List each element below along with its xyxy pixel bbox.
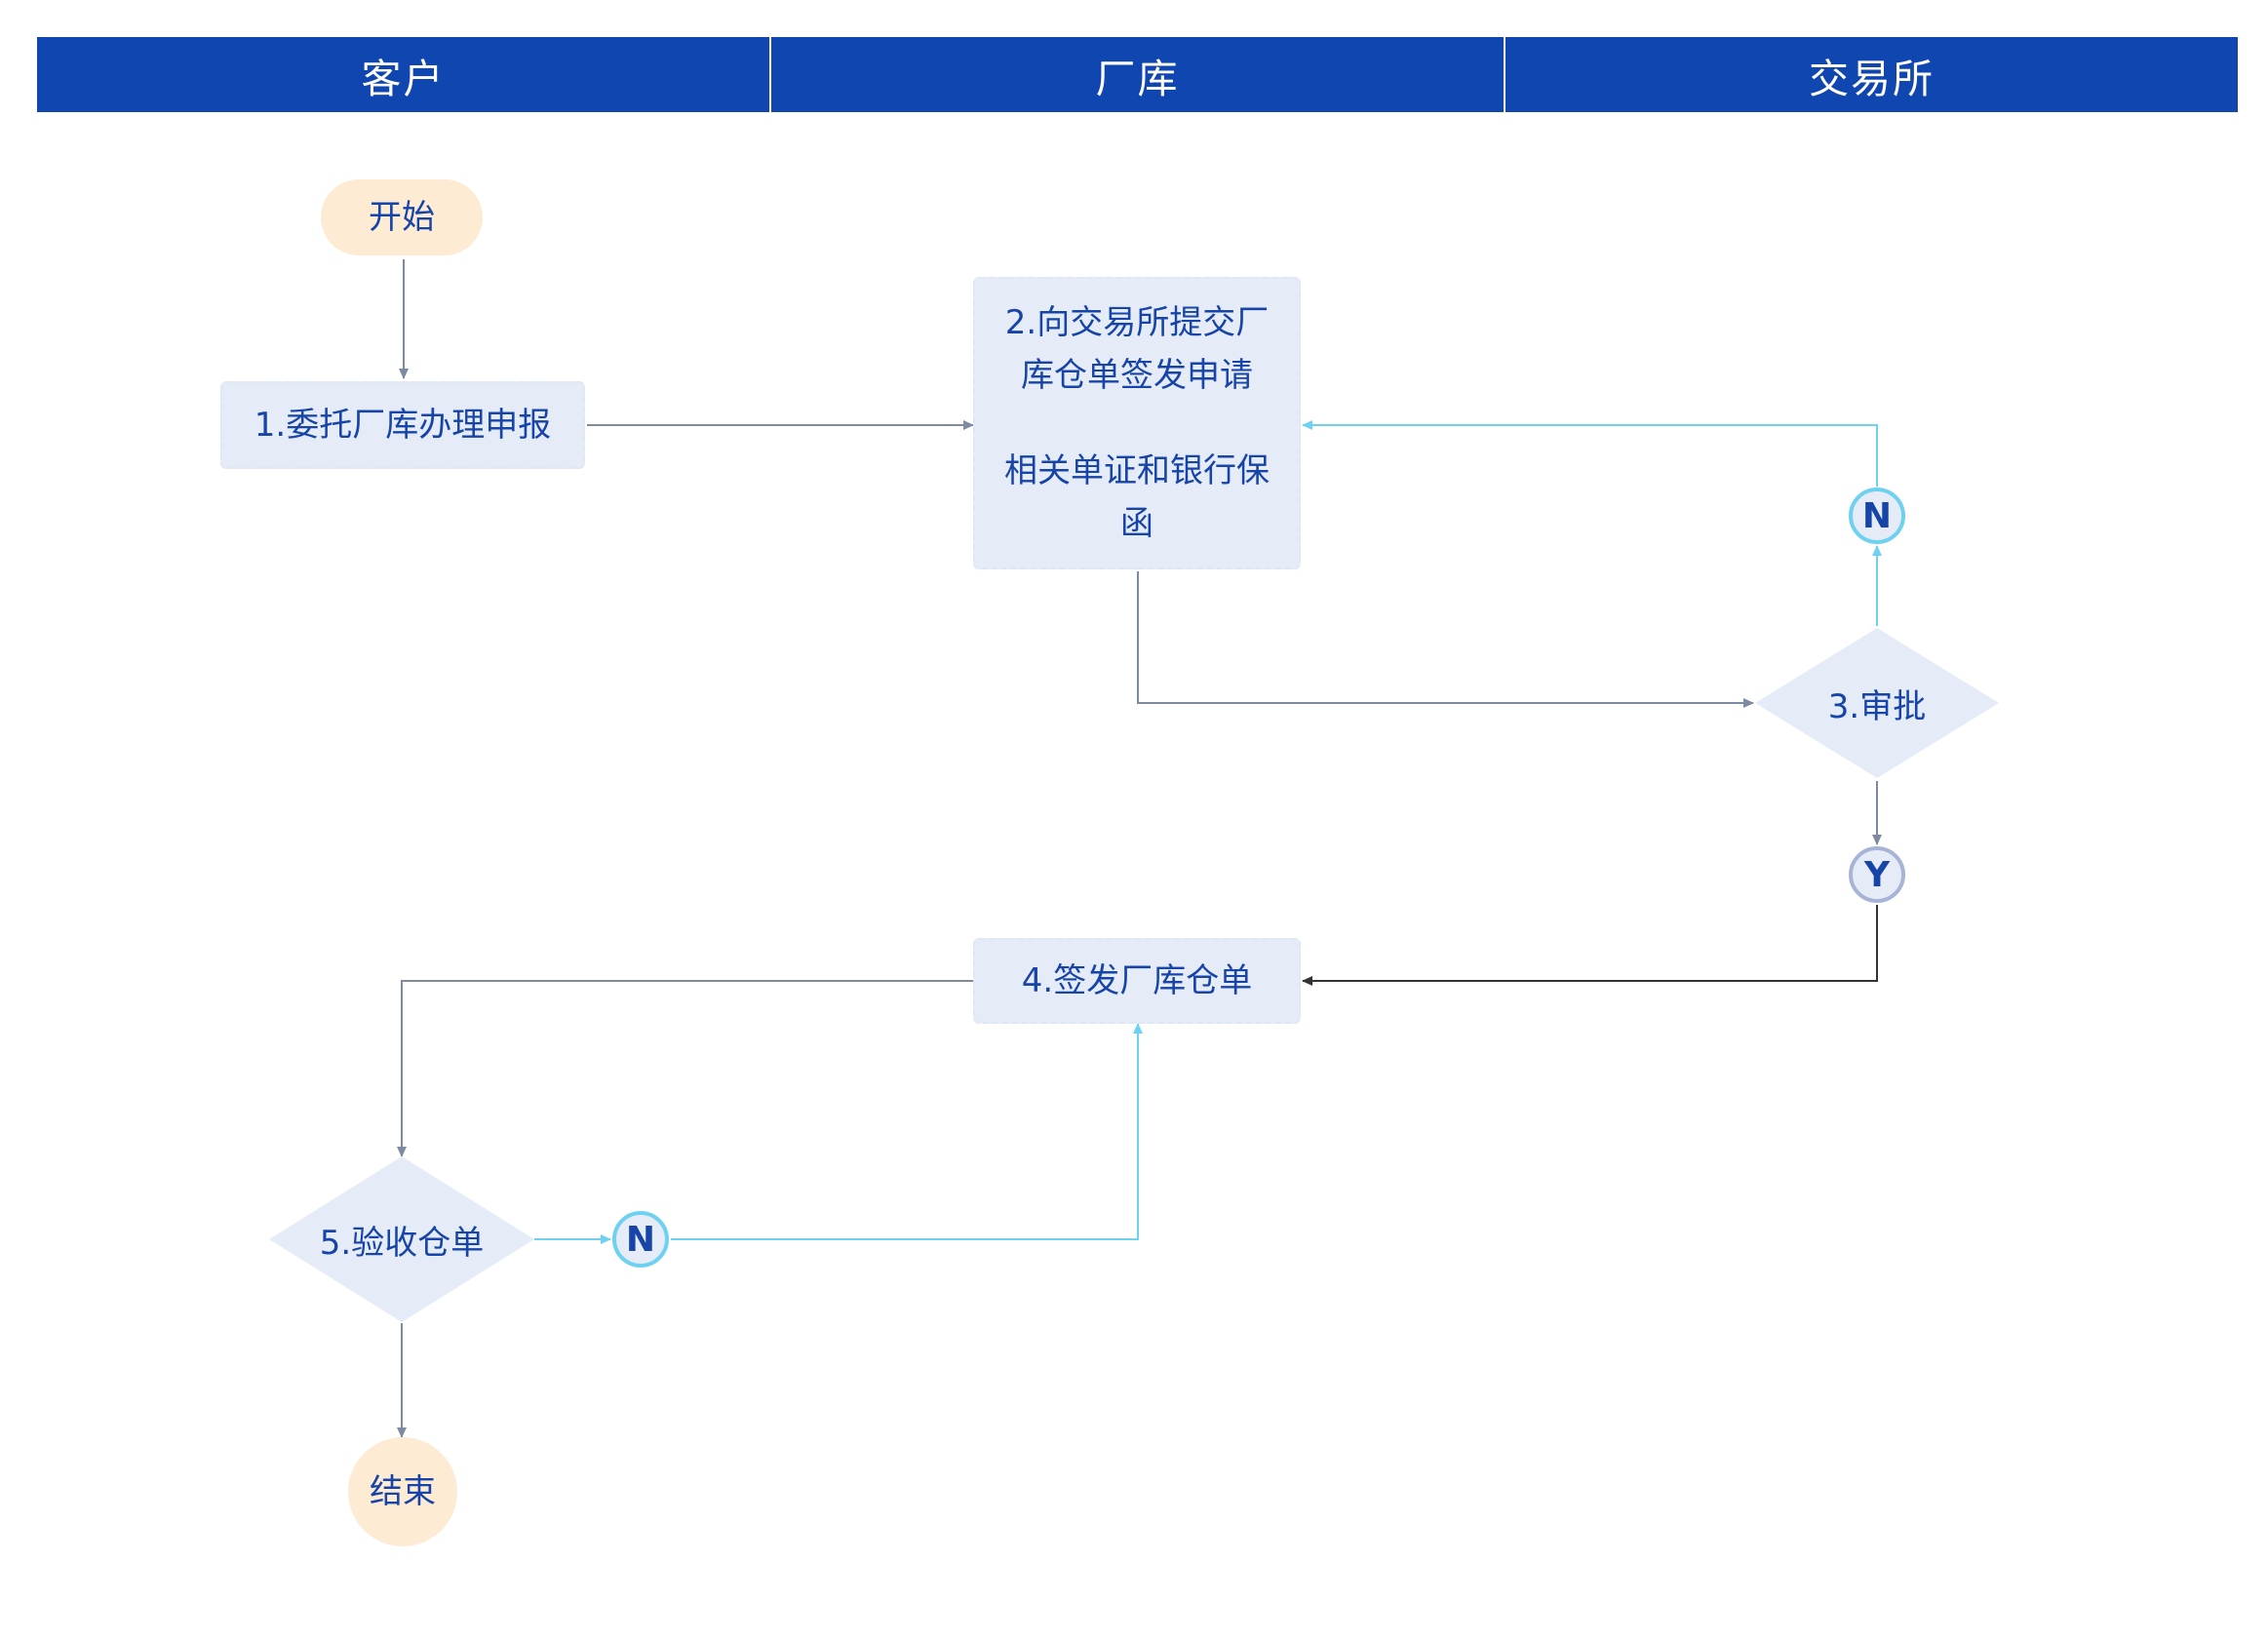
step2-label-line1: 2.向交易所提交厂 bbox=[1004, 303, 1270, 342]
process-step4: 4.签发厂库仓单 bbox=[973, 938, 1301, 1024]
lane-header-exchange: 交易所 bbox=[1505, 37, 2238, 112]
step1-label: 1.委托厂库办理申报 bbox=[254, 406, 552, 445]
connector-label: N bbox=[625, 1219, 656, 1260]
process-step2: 2.向交易所提交厂 库仓单签发申请 相关单证和银行保 函 bbox=[973, 277, 1301, 569]
connector-label: N bbox=[1861, 495, 1893, 536]
connector-label: Y bbox=[1863, 854, 1891, 895]
step2-label-line3: 相关单证和银行保 bbox=[1004, 451, 1270, 490]
decision-shape-step5 bbox=[269, 1156, 534, 1322]
lane-label: 交易所 bbox=[1809, 55, 1935, 102]
edge-step2-step3 bbox=[1137, 571, 1754, 708]
edge-n1-step2 bbox=[1302, 420, 1878, 487]
start-node: 开始 bbox=[321, 179, 483, 255]
lane-label: 客户 bbox=[361, 55, 446, 102]
process-step1: 1.委托厂库办理申报 bbox=[220, 381, 585, 469]
connector-yes-approval: Y bbox=[1849, 846, 1905, 903]
decision-shape-step3 bbox=[1755, 628, 1999, 778]
connector-no-approval: N bbox=[1849, 488, 1905, 544]
decision-step3: 3.审批 bbox=[1755, 673, 1999, 733]
step2-label-line4: 函 bbox=[1120, 504, 1154, 543]
edge-y1-step4 bbox=[1302, 905, 1878, 986]
edge-n2-step4 bbox=[671, 1023, 1143, 1240]
end-node: 结束 bbox=[348, 1437, 457, 1546]
lane-label: 厂库 bbox=[1095, 55, 1180, 102]
step3-label: 3.审批 bbox=[1827, 686, 1927, 726]
end-label: 结束 bbox=[370, 1472, 436, 1511]
lane-header-warehouse: 厂库 bbox=[771, 37, 1504, 112]
connector-no-acceptance: N bbox=[612, 1211, 669, 1268]
step4-label: 4.签发厂库仓单 bbox=[1021, 961, 1253, 1000]
step2-label-line2: 库仓单签发申请 bbox=[1021, 356, 1253, 395]
start-label: 开始 bbox=[369, 198, 435, 237]
step5-label: 5.验收仓单 bbox=[319, 1223, 485, 1263]
edge-step4-step5 bbox=[397, 980, 973, 1157]
decision-step5: 5.验收仓单 bbox=[269, 1209, 534, 1270]
lane-header-customer: 客户 bbox=[37, 37, 769, 112]
